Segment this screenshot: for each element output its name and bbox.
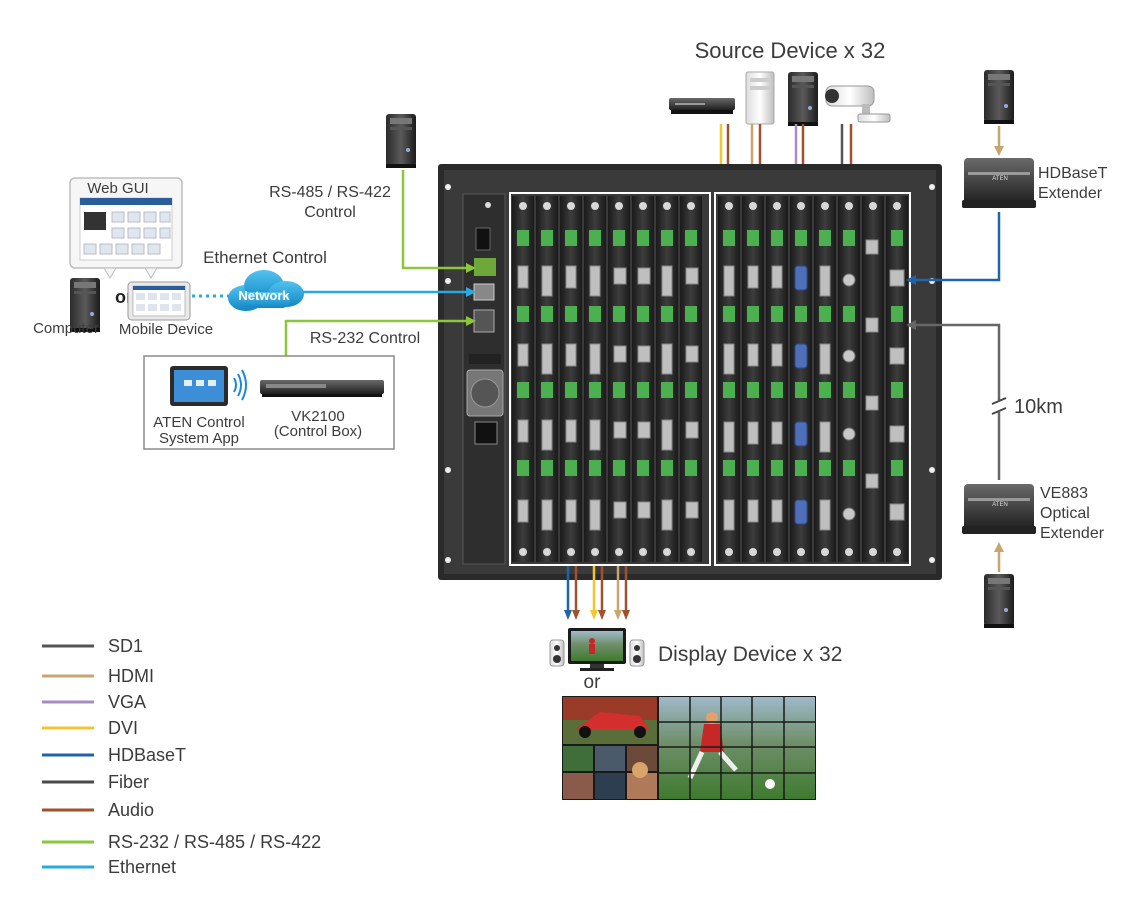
ethernet-control-label: Ethernet Control [203,248,327,267]
legend-label: RS-232 / RS-485 / RS-422 [108,832,321,852]
rs485-label-line1: RS-485 / RS-422 [269,184,391,201]
web-gui-panel [69,177,183,279]
hdbaset-extender-icon [962,158,1036,208]
legend-label: Ethernet [108,857,176,877]
hdbaset-label-line2: Extender [1038,185,1103,202]
web-gui-label: Web GUI [87,180,148,197]
rs232-cable [284,316,476,356]
ve883-label-line3: Extender [1040,525,1105,542]
hdbaset-cable [906,212,1001,285]
security-camera-icon [825,85,891,123]
hdbaset-source-cable [994,126,1004,156]
ve883-source-icon [984,574,1014,628]
legend-label: HDBaseT [108,745,186,765]
display-devices-label: Display Device x 32 [658,643,842,666]
hdbaset-brand-badge: ATEN [992,176,1008,182]
legend-label: VGA [108,692,146,712]
dvd-player-icon [669,98,735,114]
ve883-source-cable [994,542,1004,572]
legend-label: Audio [108,800,154,820]
output-cards [512,196,702,562]
fiber-cable [906,320,1007,480]
legend-label: DVI [108,718,138,738]
speaker-icon [549,639,645,667]
monitor-icon [568,628,626,671]
server-tower-icon [788,72,818,126]
legend-label: SD1 [108,636,143,656]
white-server-icon [745,71,775,125]
ethernet-cable [302,287,476,297]
mobile-device-label: Mobile Device [119,321,213,338]
ve883-brand-badge: ATEN [992,502,1008,508]
video-wall-image [562,696,816,800]
network-label: Network [238,288,290,303]
hdbaset-label-line1: HDBaseT [1038,165,1108,182]
mobile-device-icon [127,281,191,321]
ve883-label-line1: VE883 [1040,485,1088,502]
rs485-cable [401,170,476,273]
vk2100-label-line2: (Control Box) [274,423,362,440]
legend-label: Fiber [108,772,149,792]
rs485-label-line2: Control [304,204,356,221]
distance-label: 10km [1014,396,1063,418]
vk2100-control-box-icon [260,380,384,397]
legend-label: HDMI [108,666,154,686]
display-or-label: or [584,672,602,693]
rs485-controller-icon [386,114,416,168]
rs232-control-label: RS-232 Control [310,330,420,347]
display-cables [564,566,630,620]
ve883-optical-extender-icon [962,484,1036,534]
source-devices-label: Source Device x 32 [695,38,886,63]
app-label-line1: ATEN Control [153,414,244,431]
wifi-icon [233,369,247,401]
vk2100-label-line1: VK2100 [291,408,344,425]
control-system-panel [143,355,395,450]
network-cloud-icon [228,270,304,311]
app-label-line2: System App [159,430,239,447]
input-cards [718,196,908,562]
computer-label: Computer [33,320,99,337]
ve883-label-line2: Optical [1040,505,1090,522]
hdbaset-source-icon [984,70,1014,124]
